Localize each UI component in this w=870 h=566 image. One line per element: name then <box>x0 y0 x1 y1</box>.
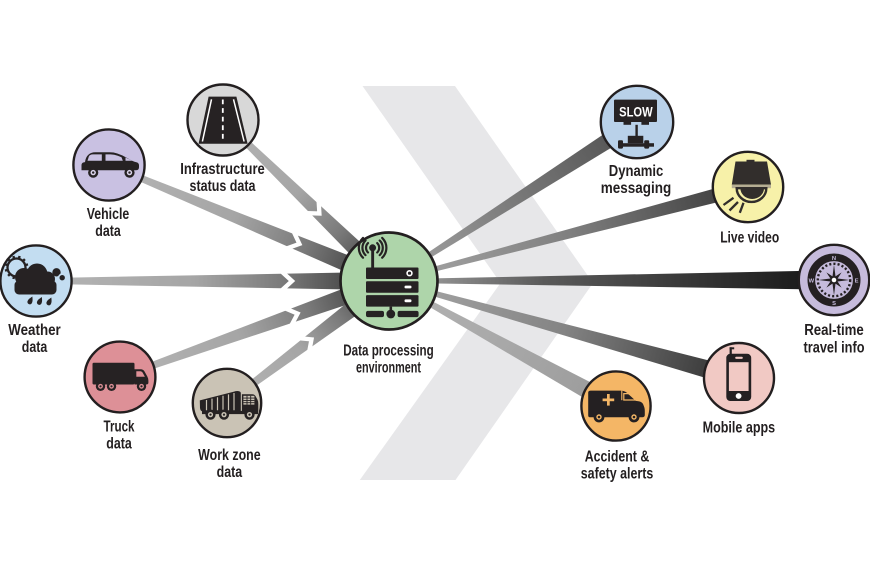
svg-text:N: N <box>832 256 836 262</box>
svg-text:Data processing: Data processing <box>343 343 434 360</box>
svg-text:data: data <box>217 464 243 481</box>
svg-text:data: data <box>22 339 48 356</box>
svg-text:Work zone: Work zone <box>198 447 261 464</box>
svg-text:W: W <box>809 278 815 284</box>
svg-text:travel info: travel info <box>804 339 865 356</box>
svg-text:Accident &: Accident & <box>585 448 650 465</box>
svg-text:E: E <box>855 278 859 284</box>
svg-text:Real-time: Real-time <box>804 322 864 339</box>
svg-text:Infrastructure: Infrastructure <box>180 161 265 178</box>
svg-text:Dynamic: Dynamic <box>609 163 664 180</box>
svg-text:safety alerts: safety alerts <box>581 466 654 483</box>
svg-text:data: data <box>95 223 121 240</box>
svg-text:data: data <box>106 436 132 453</box>
svg-text:SLOW: SLOW <box>619 104 653 120</box>
svg-text:Vehicle: Vehicle <box>87 206 130 223</box>
svg-text:S: S <box>832 301 836 307</box>
svg-text:environment: environment <box>356 360 421 377</box>
svg-text:Live video: Live video <box>720 230 779 247</box>
svg-text:Truck: Truck <box>104 419 135 436</box>
svg-text:messaging: messaging <box>601 180 672 197</box>
svg-text:status data: status data <box>190 178 256 195</box>
svg-text:Weather: Weather <box>8 322 61 339</box>
svg-text:Mobile apps: Mobile apps <box>703 419 776 436</box>
